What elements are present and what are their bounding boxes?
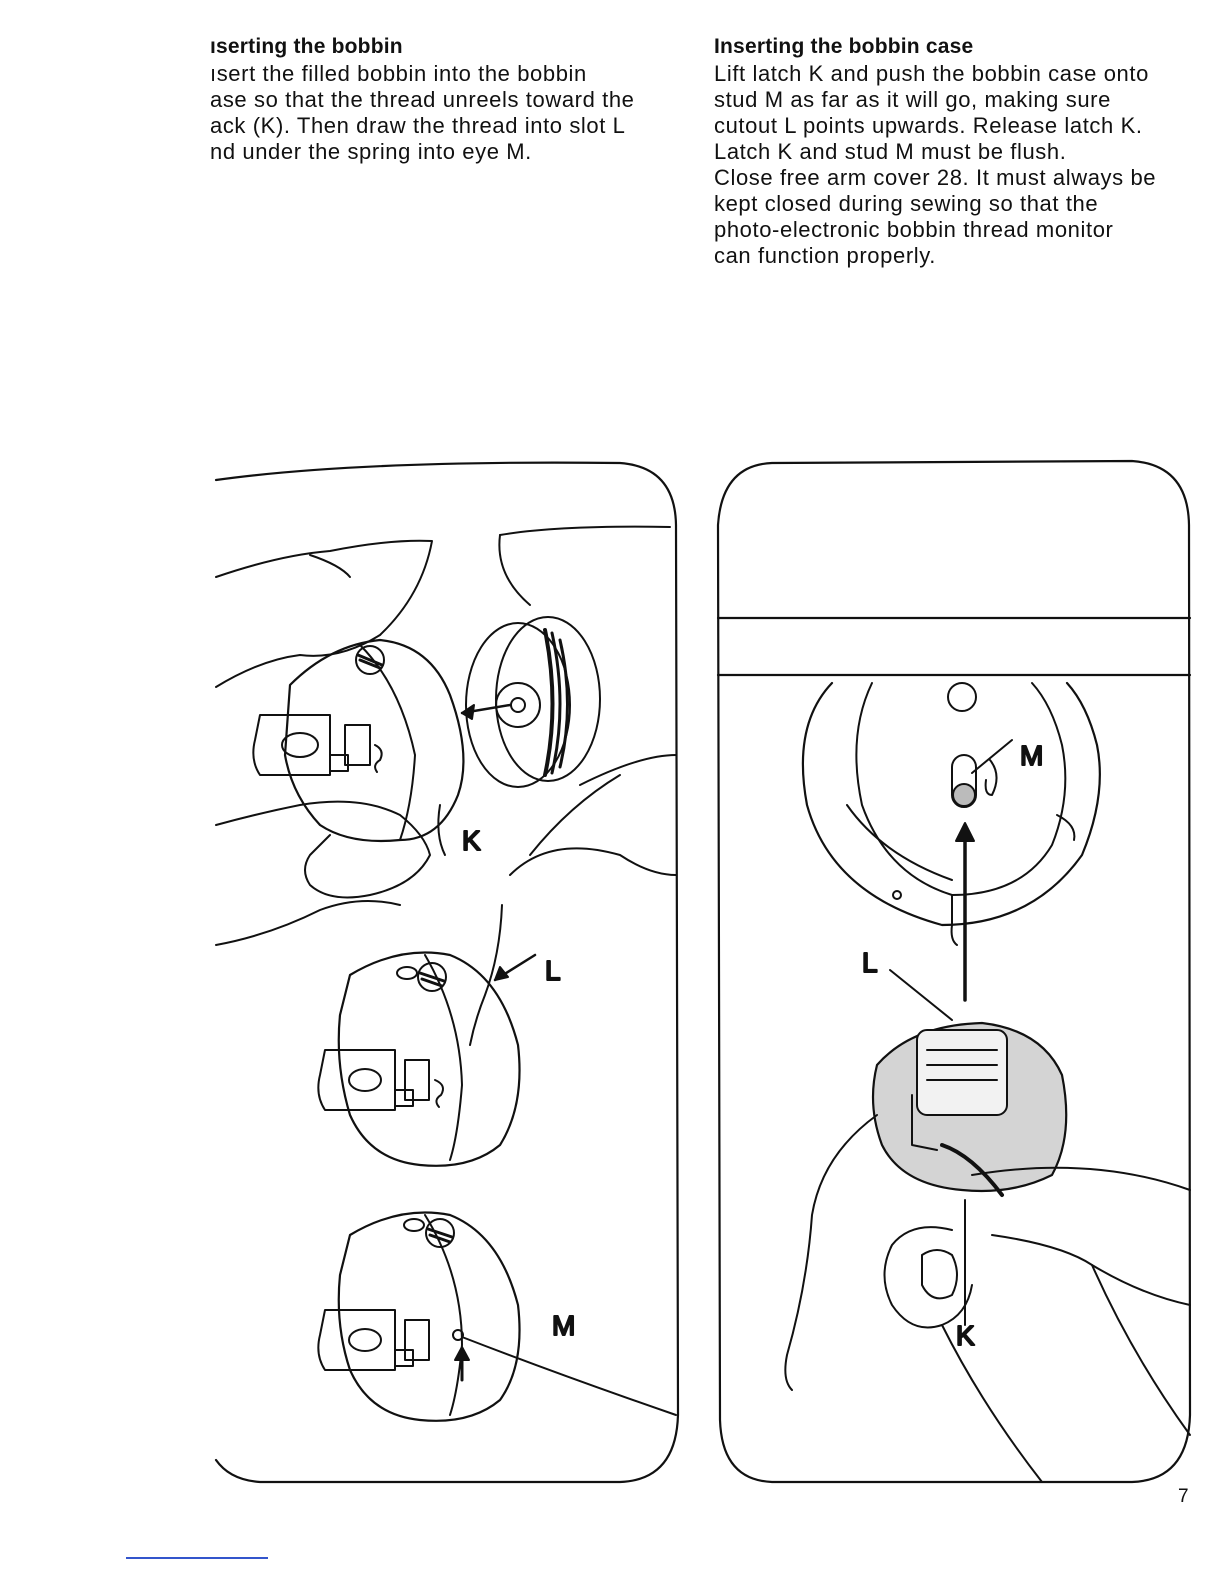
fig1-label-k: K xyxy=(462,825,481,856)
right-line-7: photo-electronic bobbin thread monitor xyxy=(714,217,1114,242)
left-heading: ıserting the bobbin xyxy=(210,35,403,58)
hook-race xyxy=(801,681,1101,946)
bobbin-case-in-hand xyxy=(784,1021,1191,1483)
fig2-bobbin-case-slot xyxy=(317,904,537,1167)
left-illustration-panel: K L xyxy=(200,455,690,1495)
right-line-4: Latch K and stud M must be flush. xyxy=(714,139,1067,164)
right-line-8: can function properly. xyxy=(714,243,936,268)
right-line-5: Close free arm cover 28. It must always … xyxy=(714,165,1157,190)
right-text-column: Inserting the bobbin case Lift latch K a… xyxy=(714,34,1204,269)
left-line-4: nd under the spring into eye M. xyxy=(210,139,532,164)
fig4-label-k: K xyxy=(956,1320,975,1351)
right-line-1: Lift latch K and push the bobbin case on… xyxy=(714,61,1149,86)
bottom-rule xyxy=(126,1557,268,1559)
fig3-bobbin-case-eye xyxy=(317,1211,677,1422)
right-line-3: cutout L points upwards. Release latch K… xyxy=(714,113,1143,138)
fig2-label-l: L xyxy=(545,955,561,986)
right-heading: Inserting the bobbin case xyxy=(714,35,974,58)
left-text-column: ıserting the bobbin ısert the filled bob… xyxy=(210,34,684,165)
page-number: 7 xyxy=(1178,1486,1189,1507)
right-line-6: kept closed during sewing so that the xyxy=(714,191,1099,216)
right-illustration-panel: M L K xyxy=(712,455,1194,1495)
fig4-label-m: M xyxy=(1020,740,1043,771)
fig1-bobbin-case xyxy=(215,525,677,946)
fig4-label-l: L xyxy=(862,947,878,978)
fig3-label-m: M xyxy=(552,1310,575,1341)
left-line-3: ack (K). Then draw the thread into slot … xyxy=(210,113,626,138)
right-line-2: stud M as far as it will go, making sure xyxy=(714,87,1111,112)
left-line-1: ısert the filled bobbin into the bobbin xyxy=(210,61,587,86)
left-line-2: ase so that the thread unreels toward th… xyxy=(210,87,635,112)
